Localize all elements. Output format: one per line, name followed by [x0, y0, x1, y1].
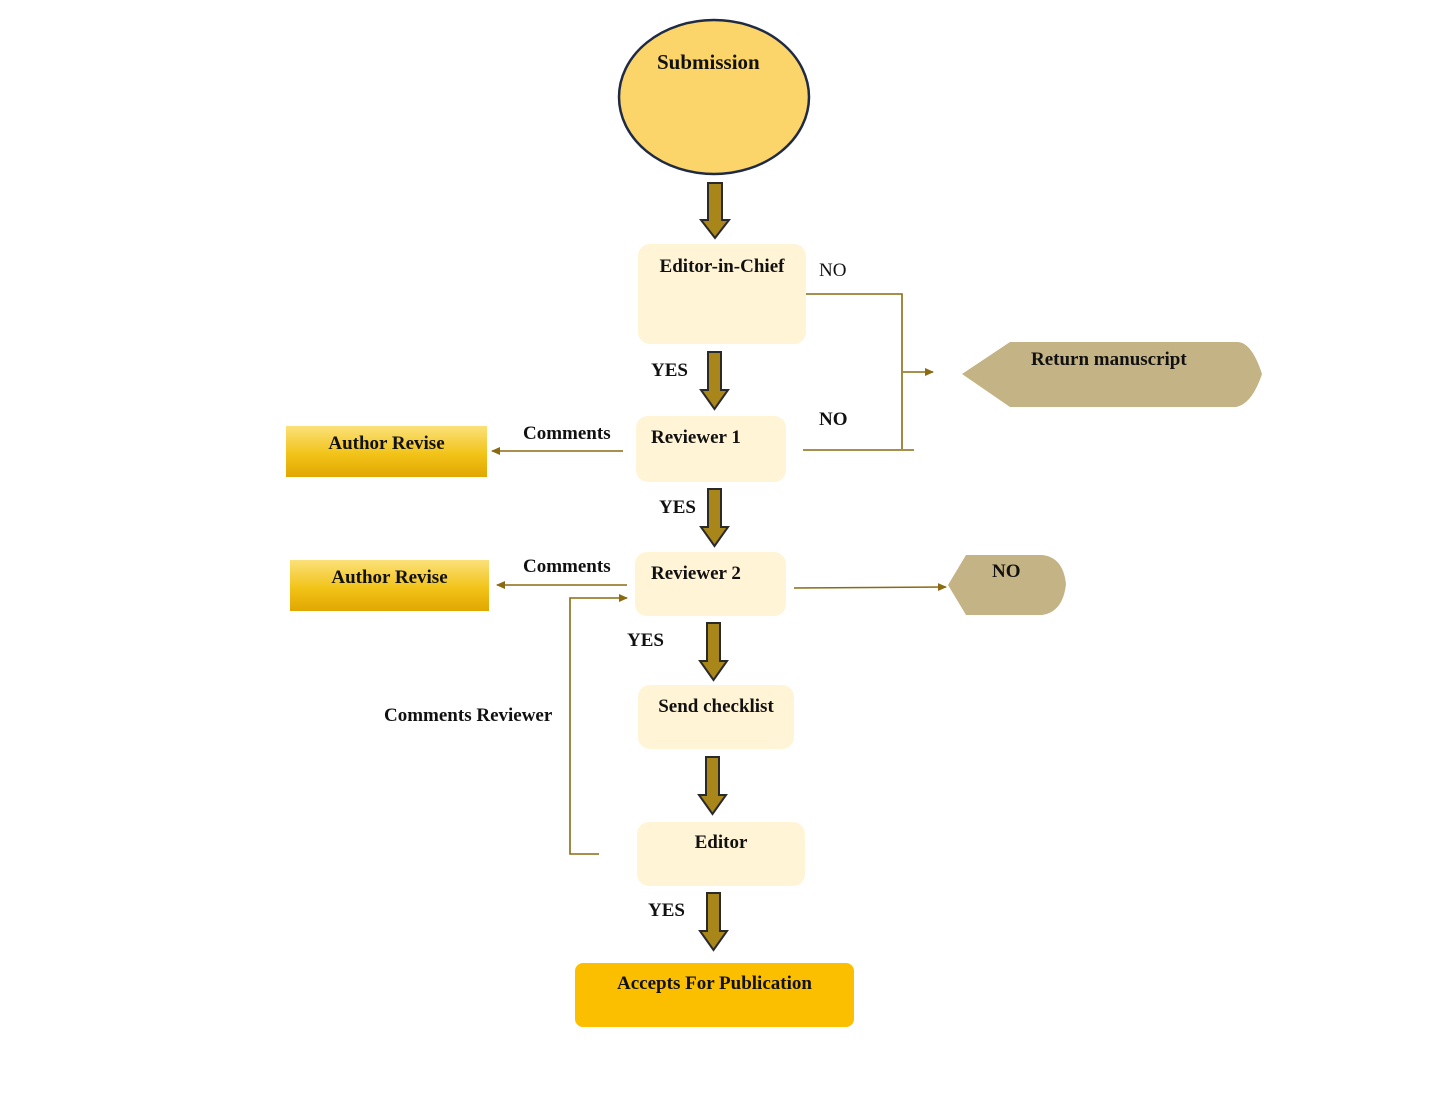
reviewer-1-box: Reviewer 1	[636, 416, 786, 482]
editor-feedback-arrow	[569, 594, 628, 855]
author-revise-2-box: Author Revise	[290, 560, 489, 611]
reviewer-2-label: Reviewer 2	[651, 563, 741, 584]
eic-no-line	[791, 293, 903, 449]
reject-no-shape	[948, 555, 1066, 615]
editor-box: Editor	[637, 822, 805, 886]
block-arrow-editor-accept	[698, 892, 729, 952]
block-arrows	[697, 182, 732, 952]
block-arrow-submission-eic	[698, 182, 732, 240]
r2-yes-label: YES	[627, 630, 664, 651]
r2-no-arrow	[793, 583, 947, 592]
accept-box: Accepts For Publication	[575, 963, 854, 1027]
connector-lines	[491, 293, 947, 855]
reviewer-1-label: Reviewer 1	[651, 427, 741, 448]
author-revise-1-box: Author Revise	[286, 426, 487, 477]
accept-label: Accepts For Publication	[617, 973, 812, 994]
r1-no-label: NO	[819, 409, 848, 430]
return-manuscript-shape	[962, 342, 1262, 407]
eic-no-label: NO	[819, 260, 847, 281]
block-arrow-checklist-editor	[697, 756, 728, 816]
editor-in-chief-label: Editor-in-Chief	[659, 256, 785, 277]
author-revise-1-label: Author Revise	[328, 433, 445, 454]
editor-in-chief-box: Editor-in-Chief	[638, 244, 806, 344]
author-revise-2-label: Author Revise	[331, 567, 448, 588]
block-arrow-r1-r2	[699, 488, 730, 548]
editor-label: Editor	[694, 832, 748, 853]
send-checklist-label: Send checklist	[658, 696, 774, 717]
reviewer-2-box: Reviewer 2	[635, 552, 786, 616]
submission-label: Submission	[657, 50, 760, 74]
eic-yes-label: YES	[651, 360, 688, 381]
r1-yes-label: YES	[659, 497, 696, 518]
send-checklist-box: Send checklist	[638, 685, 794, 749]
reject-no-label: NO	[992, 561, 1021, 582]
r1-comments-label: Comments	[523, 423, 611, 444]
r2-comments-label: Comments	[523, 556, 611, 577]
comments-reviewer-label: Comments Reviewer	[384, 705, 553, 726]
block-arrow-eic-r1	[699, 351, 730, 411]
return-manuscript-label: Return manuscript	[1031, 349, 1187, 370]
editor-yes-label: YES	[648, 900, 685, 921]
block-arrow-r2-checklist	[698, 622, 729, 682]
submission-circle	[617, 18, 811, 176]
